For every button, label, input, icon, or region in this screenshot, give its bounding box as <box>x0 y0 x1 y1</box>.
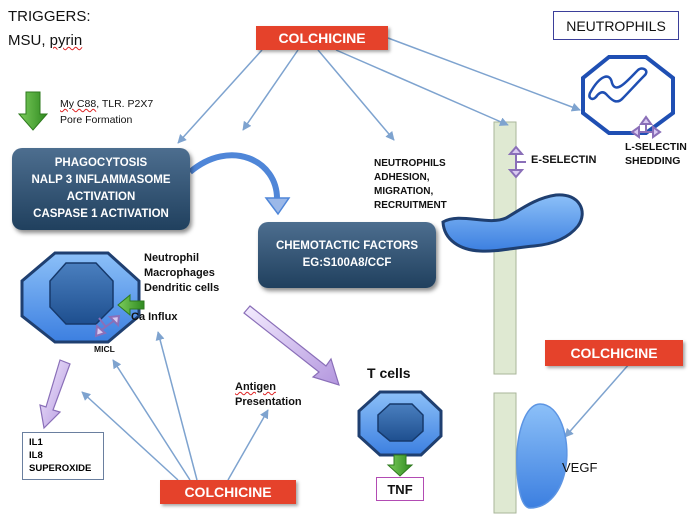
l-selectin-label: L-SELECTIN SHEDDING <box>625 140 687 168</box>
cytokine-il1: IL1 <box>29 437 43 448</box>
cell-to-tcell-arrow <box>243 305 340 386</box>
l-selectin-line-2: SHEDDING <box>625 155 681 167</box>
micl-label: MICL <box>94 344 115 354</box>
triggers-agents: MSU, pyrin <box>8 32 82 49</box>
t-cells-label: T cells <box>367 365 411 381</box>
function-line-2: ADHESION, <box>374 172 430 183</box>
e-selectin-label: E-SELECTIN <box>531 154 597 166</box>
colchicine-right: COLCHICINE <box>545 340 683 366</box>
phagocytosis-line-4: CASPASE 1 ACTIVATION <box>33 208 169 220</box>
l-selectin-line-1: L-SELECTIN <box>625 141 687 153</box>
phagocytosis-line-1: PHAGOCYTOSIS <box>54 157 148 169</box>
tnf-arrow <box>386 454 414 477</box>
antigen-line-2: Presentation <box>235 396 302 408</box>
triggers-agents-prefix: MSU, <box>8 32 50 49</box>
phagocytosis-box: PHAGOCYTOSIS NALP 3 INFLAMMASOME ACTIVAT… <box>12 148 190 230</box>
right-colchicine-arrow <box>564 362 631 438</box>
vegf-label: VEGF <box>562 460 598 475</box>
triggers-heading: TRIGGERS: <box>8 8 91 25</box>
chemotactic-line-1: CHEMOTACTIC FACTORS <box>275 240 419 252</box>
phagocytosis-line-2: NALP 3 INFLAMMASOME <box>31 174 171 186</box>
l-selectin-marker <box>630 115 662 139</box>
receptor-rest: , TLR. P2X7 <box>96 98 154 110</box>
adherent-neutrophil <box>441 193 584 253</box>
micl-marker <box>94 314 121 338</box>
ca-influx-label: Ca Influx <box>131 311 178 323</box>
chemotactic-box: CHEMOTACTIC FACTORS EG:S100A8/CCF <box>258 222 436 288</box>
bottom-colchicine-arrows <box>81 331 269 481</box>
ca-influx-arrow <box>117 293 145 317</box>
phagocytosis-line-3: ACTIVATION <box>66 191 136 203</box>
antigen-label: Antigen Presentation <box>235 380 302 410</box>
trigger-down-arrow <box>17 91 49 131</box>
neutrophils-box: NEUTROPHILS <box>553 11 679 40</box>
cell-type-1: Neutrophil <box>144 252 199 264</box>
antigen-line-1: Antigen <box>235 381 276 393</box>
function-line-4: RECRUITMENT <box>374 200 447 211</box>
chemotactic-line-2: EG:S100A8/CCF <box>302 257 392 269</box>
e-selectin-marker <box>507 145 526 179</box>
vegf-shape <box>516 403 568 509</box>
vessel-lower <box>493 392 517 514</box>
cell-types-label: Neutrophil Macrophages Dendritic cells <box>144 251 219 296</box>
tnf-box: TNF <box>376 477 424 501</box>
triggers-agents-pyrin: pyrin <box>49 32 83 49</box>
receptor-line-2: Pore Formation <box>60 114 133 126</box>
function-line-1: NEUTROPHILS <box>374 158 446 169</box>
neutrophil-functions: NEUTROPHILS ADHESION, MIGRATION, RECRUIT… <box>374 157 447 213</box>
top-colchicine-arrows <box>177 37 581 144</box>
colchicine-bottom: COLCHICINE <box>160 480 296 504</box>
colchicine-top: COLCHICINE <box>256 26 388 50</box>
cytokine-superoxide: SUPEROXIDE <box>29 463 92 474</box>
cytokine-il8: IL8 <box>29 450 43 461</box>
cytokines-box: IL1 IL8 SUPEROXIDE <box>22 432 104 480</box>
curved-arrow <box>188 152 281 201</box>
cell-to-cytokines-arrow <box>39 359 71 430</box>
receptor-myc88: My C88 <box>60 98 97 110</box>
cell-type-3: Dendritic cells <box>144 282 220 294</box>
function-line-3: MIGRATION, <box>374 186 434 197</box>
cell-type-2: Macrophages <box>144 267 215 279</box>
receptor-line-1: My C88, TLR. P2X7 <box>60 98 153 110</box>
